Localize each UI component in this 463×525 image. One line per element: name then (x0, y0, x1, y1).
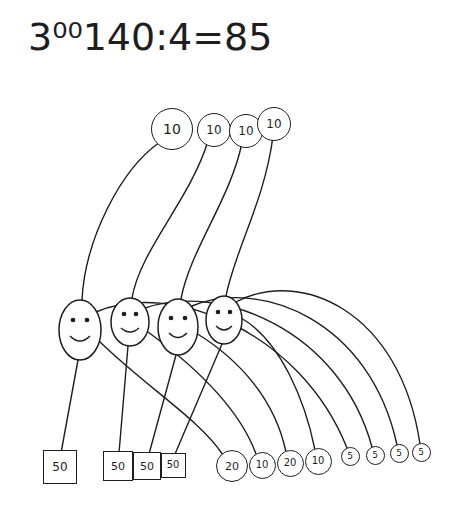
value-text: 20 (284, 458, 297, 468)
value-text: 10 (238, 125, 253, 137)
value-text: 10 (163, 122, 181, 136)
fifty-square: 50 (103, 451, 133, 481)
value-text: 20 (225, 461, 239, 472)
fifty-square: 50 (161, 453, 186, 478)
smiley-face (206, 296, 242, 344)
share-line (181, 143, 242, 299)
twenty-circle: 20 (216, 450, 248, 482)
five-circle: 5 (390, 444, 409, 463)
five-circle: 5 (366, 446, 385, 465)
share-line (119, 346, 128, 453)
value-text: 10 (256, 460, 269, 470)
ten-circle: 10 (197, 113, 231, 147)
smiley-face (111, 298, 149, 346)
division-equation: 3⁰⁰140:4=85 (28, 18, 272, 56)
fifty-square: 50 (43, 450, 77, 484)
five-circle: 5 (341, 447, 360, 466)
twenty-circle: 20 (277, 450, 304, 477)
value-text: 5 (347, 452, 353, 461)
ten-coin-circle: 10 (305, 448, 332, 475)
share-line (175, 344, 222, 454)
value-text: 10 (266, 118, 281, 130)
value-text: 5 (396, 449, 402, 458)
value-text: 50 (52, 461, 67, 473)
share-line (100, 342, 223, 455)
value-text: 5 (372, 451, 378, 460)
ten-coin-circle: 10 (249, 452, 276, 479)
share-line (82, 142, 160, 300)
value-text: 50 (167, 460, 180, 470)
ten-circle: 10 (151, 108, 193, 150)
value-text: 50 (140, 461, 154, 472)
share-line (61, 360, 78, 453)
five-circle: 5 (412, 443, 431, 462)
ten-circle: 10 (257, 107, 291, 141)
smiley-face (59, 300, 101, 360)
fifty-square: 50 (133, 452, 161, 480)
share-line (236, 291, 420, 444)
share-line (132, 141, 208, 298)
value-text: 10 (206, 124, 221, 136)
value-text: 50 (111, 461, 125, 472)
value-text: 10 (312, 456, 325, 466)
smiley-face (158, 299, 198, 355)
share-line (241, 318, 315, 450)
share-line (196, 333, 286, 452)
share-line (226, 136, 273, 296)
share-line (148, 332, 256, 454)
value-text: 5 (418, 448, 424, 457)
